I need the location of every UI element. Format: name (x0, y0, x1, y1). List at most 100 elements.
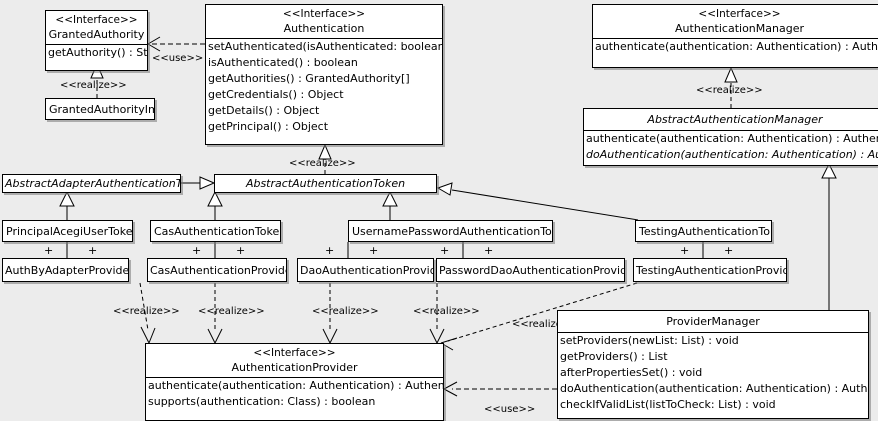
class-name: TestingAuthenticationProvider (636, 264, 787, 277)
class-box-username-password-authentication-token[interactable]: UsernamePasswordAuthenticationToken (348, 220, 553, 242)
relationship-label-use-provider-manager-authentication-provider: <<use>> (484, 404, 536, 415)
relationship-label-use-authentication-granted-authority: <<use>> (152, 53, 204, 64)
class-box-cas-authentication-provider[interactable]: CasAuthenticationProvider (147, 258, 287, 282)
class-name: GrantedAuthorityImpl (49, 103, 154, 116)
operation: getPrincipal() : Object (208, 120, 329, 133)
operations-compartment-authentication-manager: authenticate(authentication: Authenticat… (593, 38, 878, 55)
class-name: Authentication (283, 22, 365, 35)
class-box-provider-manager[interactable]: ProviderManager setProviders(newList: Li… (557, 310, 869, 419)
class-name: UsernamePasswordAuthenticationToken (352, 225, 553, 238)
association-end-marker: + (680, 244, 690, 257)
operation: doAuthentication(authentication: Authent… (586, 148, 878, 161)
class-header-authentication-provider: <<Interface>> AuthenticationProvider (146, 344, 443, 377)
relationship-label-realize-abstract-authentication-token: <<realize>> (289, 158, 356, 169)
class-header-testing-authentication-token: TestingAuthenticationToken (636, 221, 771, 241)
class-header-cas-authentication-token: CasAuthenticationToken (151, 221, 281, 241)
class-name: CasAuthenticationToken (154, 225, 281, 238)
stereotype-label: <<Interface>> (698, 8, 781, 20)
class-box-auth-by-adapter-provider[interactable]: AuthByAdapterProvider (2, 258, 129, 282)
class-box-abstract-adapter-authentication-token[interactable]: AbstractAdapterAuthenticationToken (2, 174, 181, 193)
class-box-password-dao-authentication-provider[interactable]: PasswordDaoAuthenticationProvider (436, 258, 625, 282)
class-header-granted-authority: <<Interface>> GrantedAuthority (46, 11, 147, 44)
operation: authenticate(authentication: Authenticat… (595, 40, 878, 53)
class-name: AuthByAdapterProvider (5, 264, 129, 277)
association-end-marker: + (88, 244, 98, 257)
class-header-provider-manager: ProviderManager (558, 311, 868, 332)
operation: afterPropertiesSet() : void (560, 366, 703, 379)
class-box-authentication[interactable]: <<Interface>> Authentication setAuthenti… (205, 4, 443, 145)
association-end-marker: + (325, 244, 335, 257)
operation: getDetails() : Object (208, 104, 320, 117)
class-name: AbstractAdapterAuthenticationToken (5, 177, 181, 190)
class-name: AuthenticationProvider (231, 361, 358, 374)
class-box-testing-authentication-provider[interactable]: TestingAuthenticationProvider (633, 258, 787, 282)
class-name: AbstractAuthenticationManager (647, 113, 823, 126)
class-name: PasswordDaoAuthenticationProvider (439, 264, 625, 277)
class-name: AbstractAuthenticationToken (245, 177, 406, 190)
class-header-abstract-authentication-token: AbstractAuthenticationToken (215, 175, 436, 192)
class-box-granted-authority[interactable]: <<Interface>> GrantedAuthority getAuthor… (45, 10, 148, 71)
operation: doAuthentication(authentication: Authent… (560, 382, 868, 395)
class-header-granted-authority-impl: GrantedAuthorityImpl (46, 99, 154, 119)
class-box-authentication-manager[interactable]: <<Interface>> AuthenticationManager auth… (592, 4, 878, 68)
class-header-auth-by-adapter-provider: AuthByAdapterProvider (3, 259, 129, 281)
operation: authenticate(authentication: Authenticat… (148, 379, 443, 392)
class-header-cas-authentication-provider: CasAuthenticationProvider (148, 259, 287, 281)
relationship-label-realize-abstract-authentication-manager: <<realize>> (696, 85, 763, 96)
class-name: GrantedAuthority (48, 28, 145, 41)
class-box-principal-acegi-user-token[interactable]: PrincipalAcegiUserToken (2, 220, 133, 242)
class-box-granted-authority-impl[interactable]: GrantedAuthorityImpl (45, 98, 155, 120)
operation: authenticate(authentication: Authenticat… (586, 132, 878, 145)
association-end-marker: + (484, 244, 494, 257)
operation: getProviders() : List (560, 350, 668, 363)
class-header-password-dao-authentication-provider: PasswordDaoAuthenticationProvider (437, 259, 625, 281)
operations-compartment-granted-authority: getAuthority() : String (46, 44, 147, 61)
class-box-cas-authentication-token[interactable]: CasAuthenticationToken (150, 220, 281, 242)
association-end-marker: + (724, 244, 734, 257)
relationship-label-realize-dao-authentication-provider: <<realize>> (312, 306, 379, 317)
operation: isAuthenticated() : boolean (208, 56, 358, 69)
class-header-abstract-adapter-authentication-token: AbstractAdapterAuthenticationToken (3, 175, 180, 192)
operation: getCredentials() : Object (208, 88, 344, 101)
operations-compartment-provider-manager: setProviders(newList: List) : void getPr… (558, 332, 868, 413)
relationship-label-realize-password-dao-authentication-provider: <<realize>> (413, 306, 480, 317)
association-end-marker: + (440, 244, 450, 257)
class-header-authentication-manager: <<Interface>> AuthenticationManager (593, 5, 878, 38)
class-name: CasAuthenticationProvider (150, 264, 287, 277)
class-name: DaoAuthenticationProvider (300, 264, 434, 277)
association-end-marker: + (192, 244, 202, 257)
class-header-dao-authentication-provider: DaoAuthenticationProvider (298, 259, 434, 281)
class-name: ProviderManager (666, 315, 760, 328)
relationship-label-realize-cas-authentication-provider: <<realize>> (198, 306, 265, 317)
operation: checkIfValidList(listToCheck: List) : vo… (560, 398, 776, 411)
stereotype-label: <<Interface>> (253, 347, 336, 359)
stereotype-label: <<Interface>> (282, 8, 366, 20)
operations-compartment-authentication-provider: authenticate(authentication: Authenticat… (146, 377, 443, 410)
operation: setAuthenticated(isAuthenticated: boolea… (208, 40, 442, 53)
operation: setProviders(newList: List) : void (560, 334, 739, 347)
relationship-label-realize-granted-authority-impl: <<realize>> (60, 80, 127, 91)
class-box-abstract-authentication-token[interactable]: AbstractAuthenticationToken (214, 174, 437, 193)
class-name: PrincipalAcegiUserToken (6, 225, 133, 238)
class-name: AuthenticationManager (675, 22, 804, 35)
class-box-abstract-authentication-manager[interactable]: AbstractAuthenticationManager authentica… (583, 108, 878, 166)
class-header-principal-acegi-user-token: PrincipalAcegiUserToken (3, 221, 133, 241)
class-header-abstract-authentication-manager: AbstractAuthenticationManager (584, 109, 878, 130)
association-end-marker: + (236, 244, 246, 257)
class-header-testing-authentication-provider: TestingAuthenticationProvider (634, 259, 787, 281)
class-box-authentication-provider[interactable]: <<Interface>> AuthenticationProvider aut… (145, 343, 444, 421)
stereotype-label: <<Interface>> (55, 14, 138, 26)
class-box-dao-authentication-provider[interactable]: DaoAuthenticationProvider (297, 258, 434, 282)
association-end-marker: + (369, 244, 379, 257)
class-name: TestingAuthenticationToken (639, 225, 771, 238)
operations-compartment-authentication: setAuthenticated(isAuthenticated: boolea… (206, 38, 442, 135)
operation: getAuthority() : String (48, 46, 148, 59)
class-header-authentication: <<Interface>> Authentication (206, 5, 442, 38)
relationship-label-realize-auth-by-adapter-provider: <<realize>> (113, 306, 180, 317)
operation: supports(authentication: Class) : boolea… (148, 395, 376, 408)
operation: getAuthorities() : GrantedAuthority[] (208, 72, 410, 85)
class-header-username-password-authentication-token: UsernamePasswordAuthenticationToken (349, 221, 553, 241)
class-box-testing-authentication-token[interactable]: TestingAuthenticationToken (635, 220, 772, 242)
operations-compartment-abstract-authentication-manager: authenticate(authentication: Authenticat… (584, 130, 878, 163)
